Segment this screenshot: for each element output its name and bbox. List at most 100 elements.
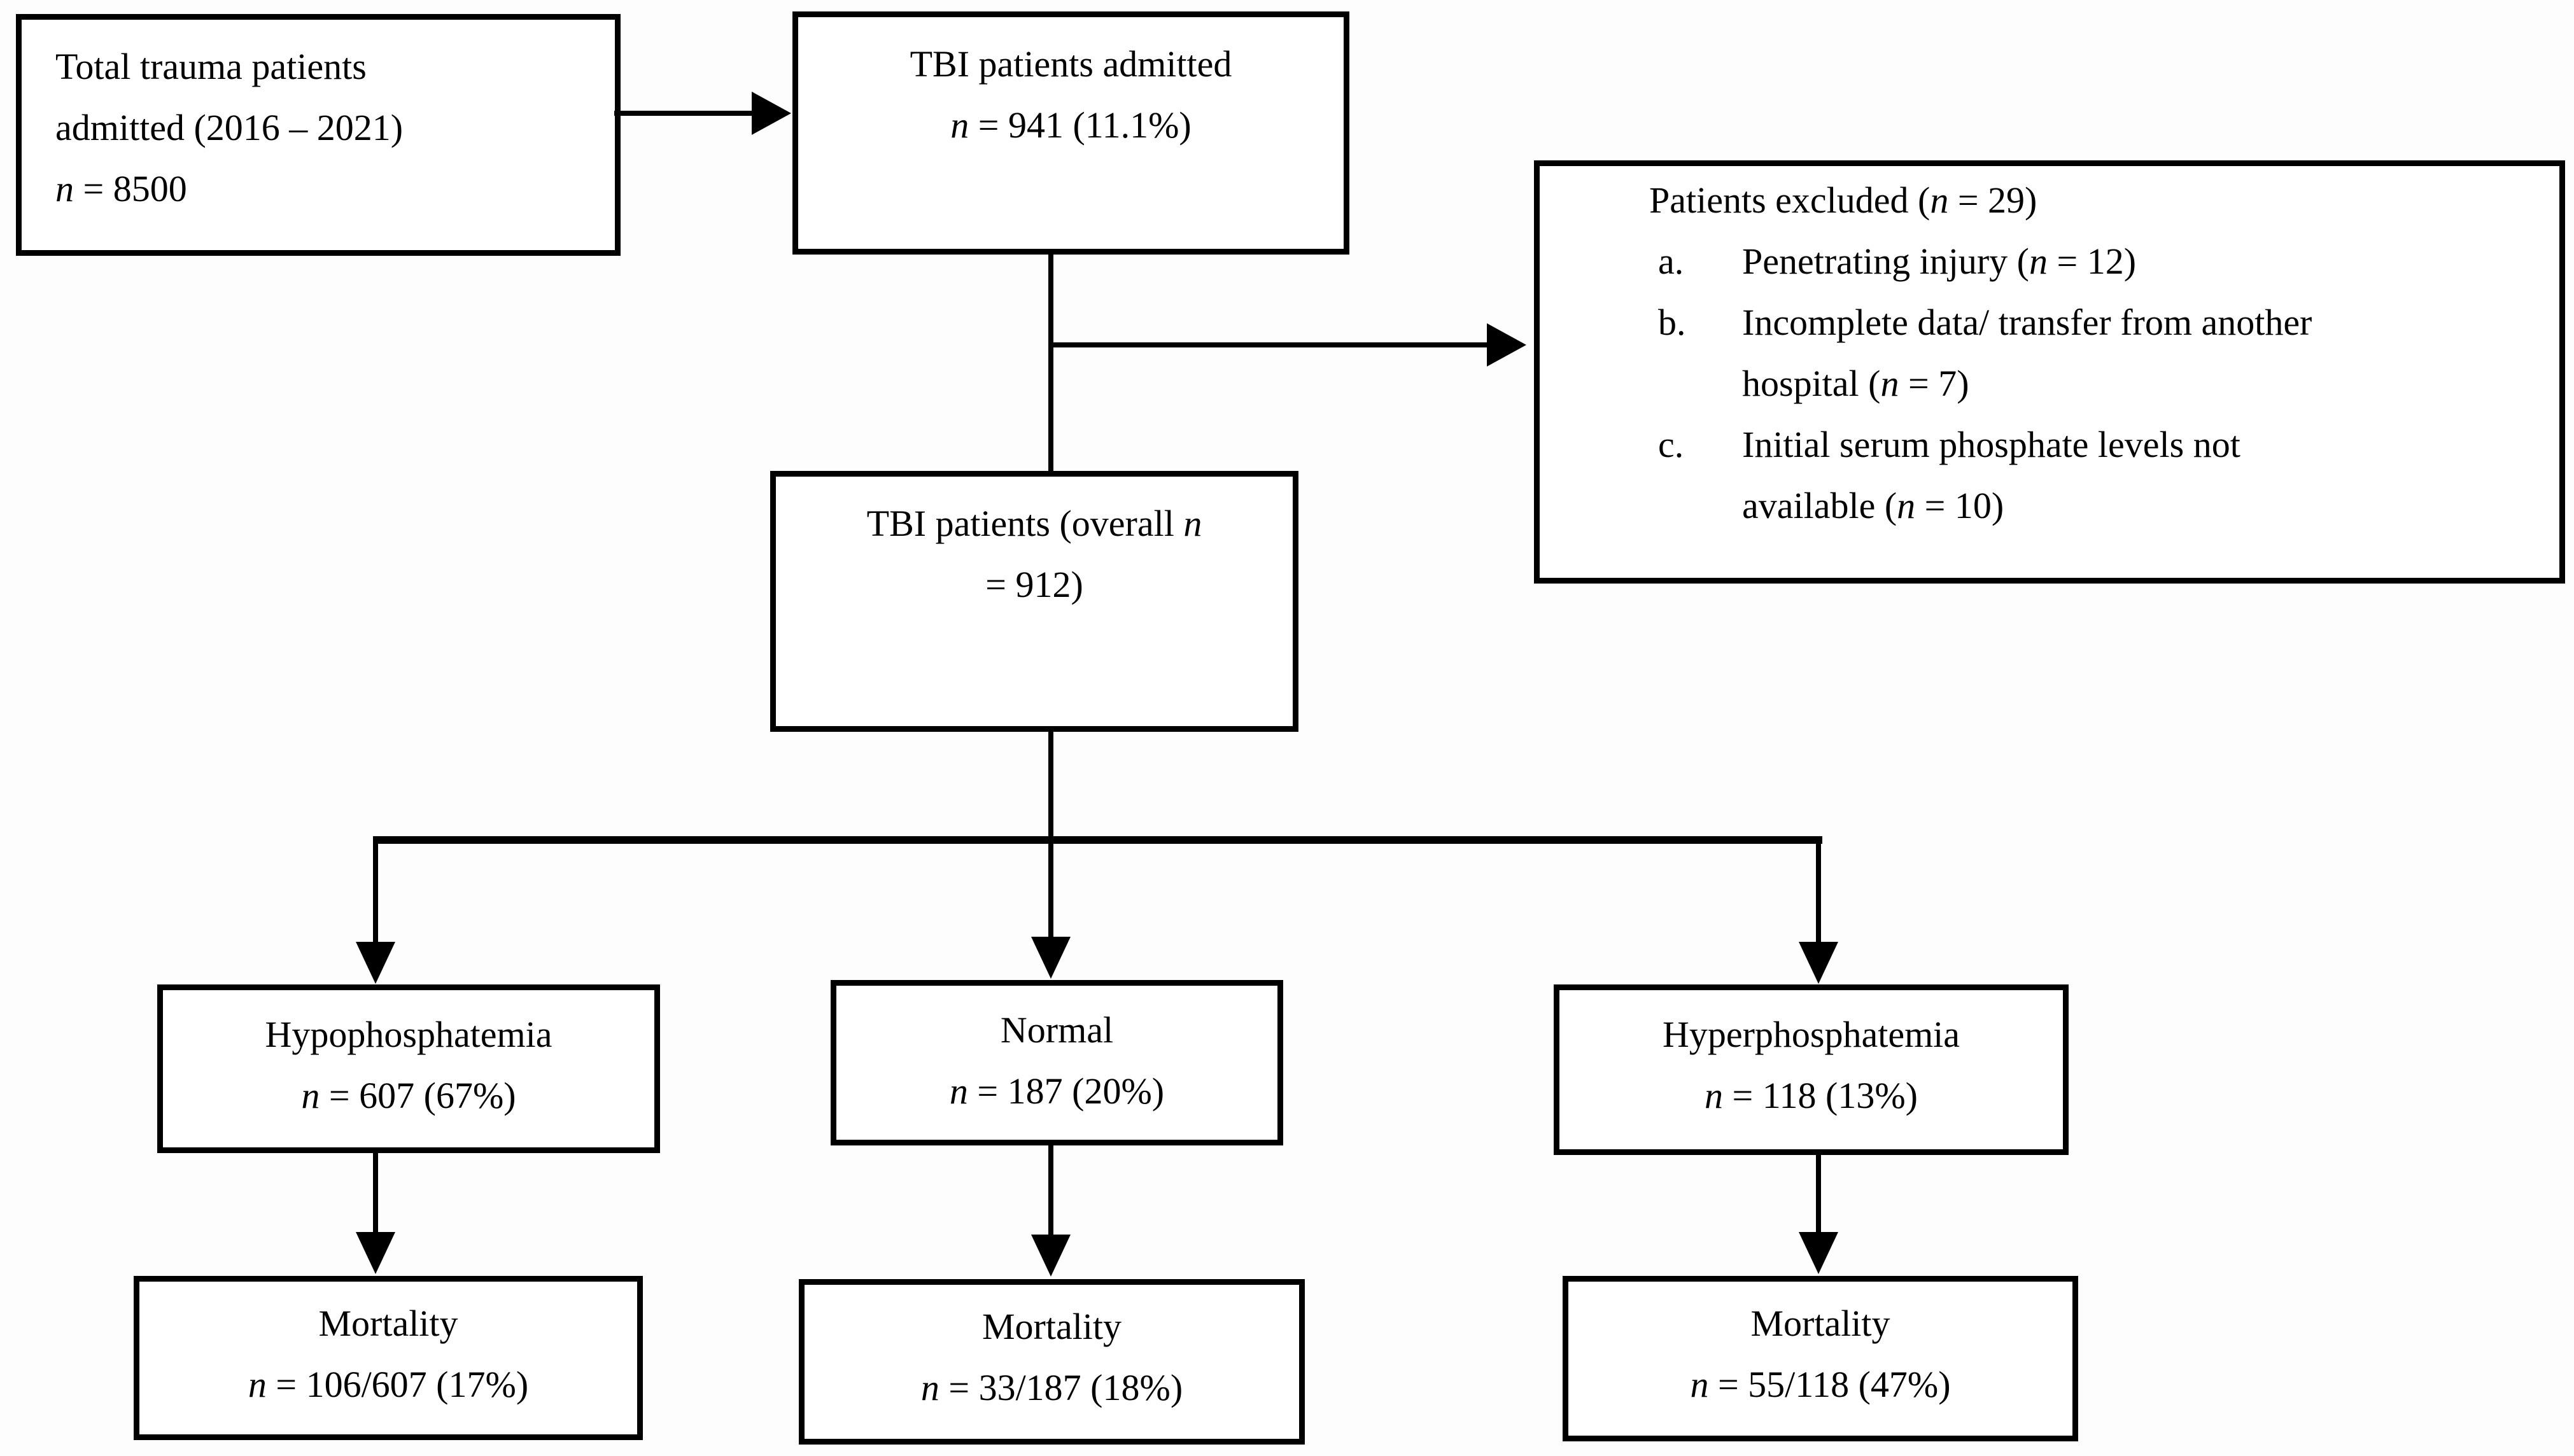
tbi-overall-box: TBI patients (overall n = 912) — [770, 471, 1298, 732]
box-text-line: n = 106/607 (17%) — [139, 1354, 637, 1415]
n-variable: n — [950, 104, 969, 146]
arrowhead-down-icon — [1031, 937, 1071, 979]
box-text-line: n = 33/187 (18%) — [805, 1357, 1299, 1418]
arrowhead-down-icon — [356, 942, 395, 984]
box-text-line: admitted (2016 – 2021) — [55, 97, 602, 158]
n-variable: n — [301, 1075, 320, 1116]
n-variable: n — [920, 1367, 939, 1408]
text-run: = 29) — [1948, 179, 2037, 221]
connector-to-excluded — [1048, 342, 1489, 347]
excluded-header: Patients excluded (n = 29) — [1649, 170, 2540, 231]
excluded-item-c: c. Initial serum phosphate levels not ava… — [1658, 414, 2540, 536]
list-marker: a. — [1658, 241, 1684, 282]
tbi-admitted-box: TBI patients admitted n = 941 (11.1%) — [792, 11, 1349, 255]
box-text-line: n = 941 (11.1%) — [798, 95, 1344, 156]
text-run: Patients excluded ( — [1649, 179, 1931, 221]
arrowhead-down-icon — [1031, 1235, 1071, 1277]
box-text-line: Mortality — [139, 1293, 637, 1354]
n-variable: n — [2029, 241, 2048, 282]
text-run: Mortality — [1750, 1303, 1890, 1344]
text-run: admitted (2016 – 2021) — [55, 107, 404, 148]
text-run: = 33/187 (18%) — [939, 1367, 1183, 1408]
connector-overall-down — [1048, 729, 1053, 840]
box-text-line: TBI patients (overall n — [776, 493, 1293, 554]
hyperphosphatemia-box: Hyperphosphatemia n = 118 (13%) — [1554, 984, 2069, 1155]
box-text-line: Hyperphosphatemia — [1559, 1004, 2063, 1065]
box-text-line: n = 607 (67%) — [163, 1065, 654, 1126]
n-variable: n — [1897, 485, 1916, 526]
box-text-line: Hypophosphatemia — [163, 1004, 654, 1065]
text-run: = 12) — [2048, 241, 2137, 282]
list-marker: c. — [1658, 424, 1684, 465]
n-variable: n — [55, 168, 74, 209]
text-run: = 8500 — [74, 168, 187, 209]
text-run: Initial serum phosphate levels not — [1742, 424, 2240, 465]
mortality-normal-box: Mortality n = 33/187 (18%) — [799, 1279, 1305, 1445]
text-run: Incomplete data/ transfer from another — [1742, 302, 2312, 343]
arrowhead-down-icon — [1799, 1232, 1838, 1274]
connector-total-to-tbi — [614, 111, 757, 116]
box-text-line: Mortality — [1568, 1293, 2072, 1354]
text-run: Hypophosphatemia — [265, 1014, 552, 1055]
text-run: = 55/118 (47%) — [1708, 1364, 1951, 1405]
excluded-item-text: Penetrating injury (n = 12) — [1742, 231, 2540, 292]
connector-hypo-to-mortality — [373, 1153, 378, 1235]
mortality-hyper-box: Mortality n = 55/118 (47%) — [1563, 1276, 2078, 1441]
n-variable: n — [949, 1070, 968, 1112]
text-run: = 118 (13%) — [1722, 1075, 1918, 1116]
connector-normal-to-mortality — [1048, 1145, 1053, 1236]
text-run: available ( — [1742, 485, 1897, 526]
box-text-line: n = 187 (20%) — [836, 1061, 1277, 1122]
text-run: Total trauma patients — [55, 46, 367, 87]
excluded-item-b: b. Incomplete data/ transfer from anothe… — [1658, 292, 2540, 414]
text-run: = 7) — [1899, 363, 1969, 404]
box-text-line: TBI patients admitted — [798, 34, 1344, 95]
text-run: hospital ( — [1742, 363, 1881, 404]
text-run: = 912) — [985, 564, 1083, 605]
connector-branch-right — [1816, 840, 1821, 943]
branch-line — [373, 836, 1822, 844]
box-text-line: n = 118 (13%) — [1559, 1065, 2063, 1126]
list-marker: b. — [1658, 302, 1686, 343]
n-variable: n — [248, 1364, 267, 1405]
excluded-item-text: Incomplete data/ transfer from another ho… — [1742, 292, 2540, 414]
text-run: Penetrating injury ( — [1742, 241, 2030, 282]
connector-hyper-to-mortality — [1816, 1155, 1821, 1235]
text-run: = 941 (11.1%) — [969, 104, 1192, 146]
box-text-line: Normal — [836, 1000, 1277, 1061]
box-text-line: Mortality — [805, 1296, 1299, 1357]
arrowhead-down-icon — [356, 1232, 395, 1274]
arrowhead-right-icon — [1487, 323, 1526, 367]
connector-branch-middle — [1048, 840, 1053, 937]
n-variable: n — [1930, 179, 1949, 221]
box-text-line: = 912) — [776, 554, 1293, 615]
box-text-line: n = 55/118 (47%) — [1568, 1354, 2072, 1415]
arrowhead-right-icon — [752, 92, 791, 135]
text-run: Mortality — [981, 1306, 1122, 1347]
mortality-hypo-box: Mortality n = 106/607 (17%) — [134, 1276, 643, 1440]
text-run: = 607 (67%) — [320, 1075, 516, 1116]
text-run: = 187 (20%) — [967, 1070, 1165, 1112]
text-run: = 10) — [1915, 485, 2004, 526]
n-variable: n — [1183, 503, 1202, 544]
box-text-line: Total trauma patients — [55, 36, 602, 97]
hypophosphatemia-box: Hypophosphatemia n = 607 (67%) — [157, 984, 660, 1153]
excluded-item-text: Initial serum phosphate levels not availa… — [1742, 414, 2540, 536]
normal-box: Normal n = 187 (20%) — [831, 980, 1283, 1145]
patients-excluded-box: Patients excluded (n = 29) a. Penetratin… — [1534, 160, 2565, 584]
box-text-line: n = 8500 — [55, 158, 602, 220]
text-run: TBI patients admitted — [910, 43, 1232, 85]
text-run: TBI patients (overall — [866, 503, 1184, 544]
text-run: Mortality — [318, 1303, 458, 1344]
n-variable: n — [1690, 1364, 1709, 1405]
arrowhead-down-icon — [1799, 942, 1838, 984]
excluded-item-a: a. Penetrating injury (n = 12) — [1658, 231, 2540, 292]
text-run: = 106/607 (17%) — [266, 1364, 529, 1405]
text-run: Normal — [1000, 1009, 1114, 1051]
n-variable: n — [1880, 363, 1899, 404]
total-trauma-box: Total trauma patients admitted (2016 – 2… — [16, 14, 621, 256]
text-run: Hyperphosphatemia — [1662, 1014, 1960, 1055]
connector-branch-left — [373, 840, 378, 943]
connector-tbi-down — [1048, 254, 1053, 473]
